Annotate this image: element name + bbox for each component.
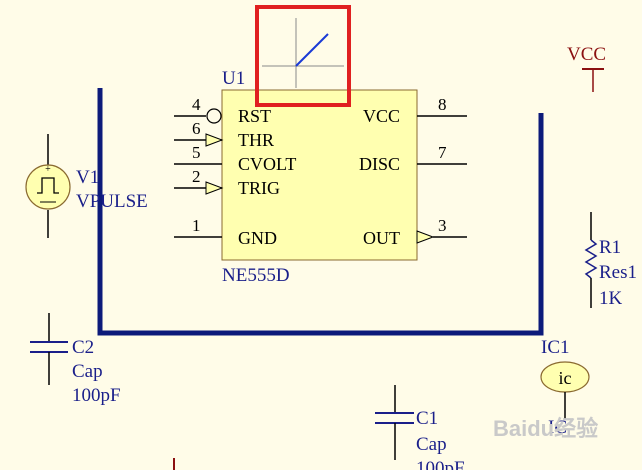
pin-name: RST <box>238 106 271 126</box>
pin-number: 8 <box>438 95 447 114</box>
v1-source[interactable]: + V1 VPULSE <box>25 134 148 238</box>
c1-value[interactable]: 100pF <box>416 458 465 470</box>
u1-designator[interactable]: U1 <box>222 68 245 89</box>
ic1-component[interactable]: IC1 ic IC <box>540 337 590 438</box>
c2-capacitor[interactable]: C2 Cap 100pF <box>30 313 121 406</box>
pin-number: 7 <box>438 143 447 162</box>
pin-name: GND <box>238 228 277 248</box>
plus-sign-icon: + <box>45 164 51 175</box>
input-arrow-icon <box>205 133 224 147</box>
crosshair-cursor-icon <box>262 18 344 88</box>
c1-designator[interactable]: C1 <box>416 408 438 429</box>
pin-number: 1 <box>192 216 201 235</box>
u1-component[interactable]: U1 NE555D 4 6 5 2 1 RST THR CVOLT TRIG G… <box>174 68 467 286</box>
c1-capacitor[interactable]: C1 Cap 100pF <box>375 385 465 470</box>
c2-value[interactable]: 100pF <box>72 385 121 406</box>
r1-value[interactable]: 1K <box>599 288 623 309</box>
vcc-power-port[interactable]: VCC <box>567 44 606 92</box>
highlight-box <box>255 5 351 107</box>
ic1-symbol: ic <box>559 368 572 388</box>
pin-number: 6 <box>192 119 201 138</box>
pin-name: VCC <box>363 106 400 126</box>
pin-name: THR <box>238 130 274 150</box>
pin-name: OUT <box>363 228 400 248</box>
ic1-designator[interactable]: IC1 <box>541 337 570 358</box>
r1-designator[interactable]: R1 <box>599 237 621 258</box>
v1-value[interactable]: VPULSE <box>76 191 148 212</box>
u1-body[interactable] <box>221 89 418 261</box>
watermark-text: Baidu经验 <box>493 416 598 441</box>
wire-path[interactable] <box>97 88 544 336</box>
pin-number: 3 <box>438 216 447 235</box>
v1-designator[interactable]: V1 <box>76 167 99 188</box>
pin-number: 4 <box>192 95 201 114</box>
output-arrow-icon <box>416 230 435 244</box>
ic1-net-label[interactable]: IC <box>548 417 567 438</box>
r1-part[interactable]: Res1 <box>599 262 637 283</box>
c2-part[interactable]: Cap <box>72 361 103 382</box>
c1-part[interactable]: Cap <box>416 434 447 455</box>
input-arrow-icon <box>205 181 224 195</box>
pin-number: 5 <box>192 143 201 162</box>
resistor-zigzag-icon <box>584 239 598 279</box>
pin-name: TRIG <box>238 178 280 198</box>
vcc-label[interactable]: VCC <box>567 44 606 65</box>
u1-part-name[interactable]: NE555D <box>222 265 290 286</box>
pulse-waveform-icon <box>37 177 59 194</box>
pin-number: 2 <box>192 167 201 186</box>
c2-designator[interactable]: C2 <box>72 337 94 358</box>
pin-name: DISC <box>359 154 400 174</box>
r1-resistor[interactable]: R1 Res1 1K <box>584 212 637 309</box>
pin-name: CVOLT <box>238 154 296 174</box>
inversion-bubble-icon <box>206 108 222 124</box>
